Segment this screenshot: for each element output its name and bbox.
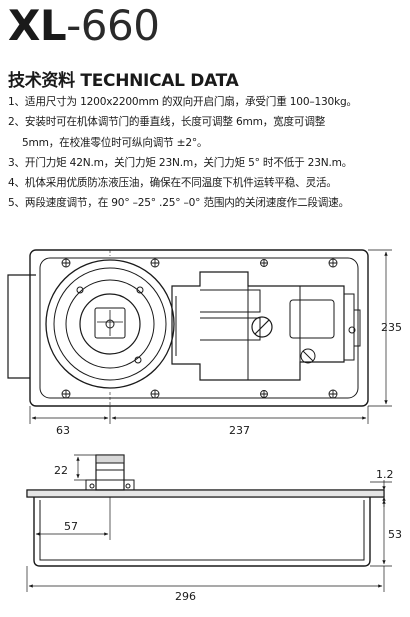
dim-depth-53: 53: [388, 528, 402, 541]
adjustment-screw: [251, 316, 273, 338]
model-suffix: -660: [66, 1, 160, 50]
technical-drawing: 235 63 237 22 1.2 53 57 296: [7, 249, 402, 603]
housing-outline: [29, 249, 369, 407]
spec-item-3: 3、开门力矩 42N.m，关门力矩 23N.m，关门力矩 5° 时不低于 23N…: [8, 156, 353, 169]
dim-width-237: 237: [229, 424, 250, 437]
dim-plate-1-2: 1.2: [376, 468, 394, 481]
mounting-screws: [61, 258, 338, 399]
spec-item-5: 5、两段速度调节，在 90° –25° .25° –0° 范围内的关闭速度作二段…: [8, 197, 349, 210]
spec-item-1: 1、适用尺寸为 1200x2200mm 的双向开启门扇，承受门重 100–130…: [8, 96, 357, 108]
dim-width-63: 63: [56, 424, 70, 437]
dim-offset-57: 57: [64, 520, 78, 533]
dim-height-235: 235: [381, 321, 402, 334]
spec-list: 1、适用尺寸为 1200x2200mm 的双向开启门扇，承受门重 100–130…: [8, 92, 410, 214]
model-title: XL-660: [8, 1, 160, 50]
side-view: [26, 454, 385, 567]
dim-length-296: 296: [175, 590, 196, 603]
spindle-assembly: [45, 259, 175, 389]
top-view: [7, 249, 369, 407]
model-prefix: XL: [8, 1, 67, 50]
hydraulic-body: [171, 271, 361, 381]
valve-screw: [300, 348, 316, 364]
spec-item-2-continued: 5mm，在校准零位时可纵向调节 ±2°。: [22, 136, 208, 149]
side-view-dimensions: [26, 454, 392, 592]
spec-item-2: 2、安装时可在机体调节门的垂直线，长度可调整 6mm，宽度可调整: [8, 116, 326, 129]
spec-item-4: 4、机体采用优质防冻液压油，确保在不同温度下机件运转平稳、灵活。: [8, 177, 337, 190]
section-heading: 技术资料 TECHNICAL DATA: [8, 71, 239, 91]
body-side: [33, 497, 371, 567]
top-view-dimensions: [29, 249, 392, 424]
dim-spindle-22: 22: [54, 464, 68, 477]
